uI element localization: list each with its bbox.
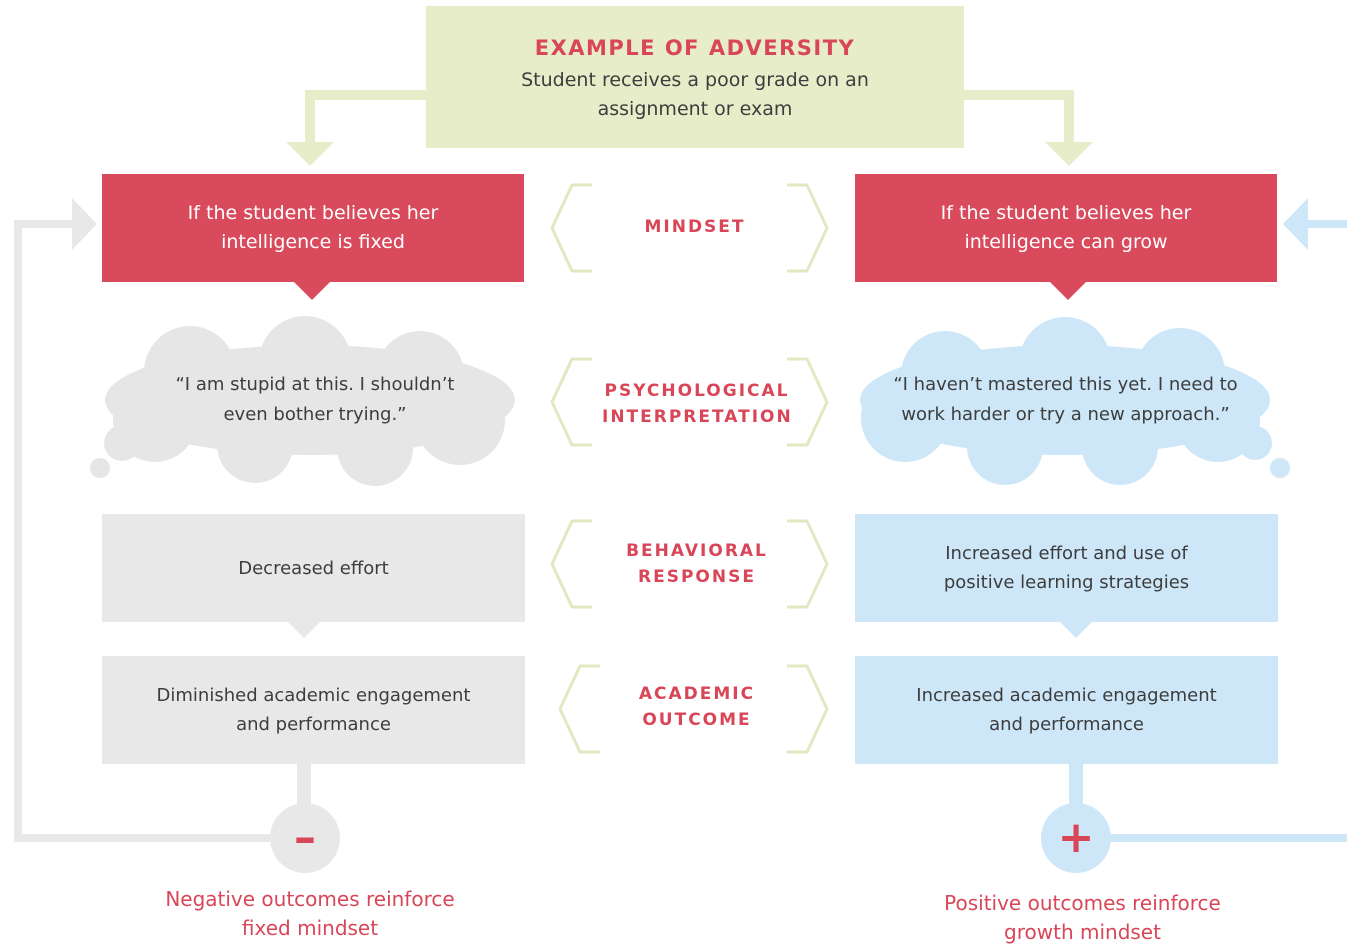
adversity-left-connector xyxy=(305,90,426,145)
stage-brackets xyxy=(550,183,829,754)
fixed-thought-cloud xyxy=(90,316,515,486)
adversity-text: Student receives a poor grade on an assi… xyxy=(521,69,869,120)
growth-mindset-box: If the student believes her intelligence… xyxy=(855,174,1277,282)
negative-sign: – xyxy=(294,812,316,863)
fixed-feedback-label: Negative outcomes reinforce fixed mindse… xyxy=(165,887,455,940)
fixed-mindset-pointer xyxy=(294,282,330,300)
growth-outcome-stem xyxy=(1069,764,1083,806)
stage-label-psychological: PSYCHOLOGICAL INTERPRETATION xyxy=(602,381,793,427)
fixed-outcome-text: Diminished academic engagement and perfo… xyxy=(156,685,471,735)
fixed-feedback-loop xyxy=(14,220,270,842)
stage-label-behavioral: BEHAVIORAL RESPONSE xyxy=(626,541,768,587)
growth-feedback-label: Positive outcomes reinforce growth minds… xyxy=(944,891,1221,944)
stage-label-academic: ACADEMIC OUTCOME xyxy=(638,684,756,730)
fixed-behavior-box: Decreased effort xyxy=(102,514,525,622)
fixed-outcome-box: Diminished academic engagement and perfo… xyxy=(102,656,525,764)
growth-thought-text: “I haven’t mastered this yet. I need to … xyxy=(893,374,1238,425)
growth-feedback-entry xyxy=(1304,220,1347,228)
fixed-behavior-pointer xyxy=(288,622,320,638)
growth-behavior-box: Increased effort and use of positive lea… xyxy=(855,514,1278,622)
fixed-mindset-box: If the student believes her intelligence… xyxy=(102,174,524,282)
adversity-right-connector xyxy=(964,90,1074,145)
positive-sign: + xyxy=(1057,812,1095,863)
fixed-outcome-stem xyxy=(297,764,311,806)
growth-mindset-pointer xyxy=(1050,282,1086,300)
fixed-feedback-arrowhead xyxy=(72,198,97,250)
adversity-box: EXAMPLE OF ADVERSITY Student receives a … xyxy=(426,6,964,148)
fixed-behavior-text: Decreased effort xyxy=(238,557,389,579)
growth-outcome-box: Increased academic engagement and perfor… xyxy=(855,656,1278,764)
adversity-right-arrowhead xyxy=(1045,142,1093,166)
minus-icon: – xyxy=(270,803,340,873)
growth-feedback-arrowhead xyxy=(1283,198,1308,250)
growth-behavior-pointer xyxy=(1060,622,1092,638)
growth-outcome-text: Increased academic engagement and perfor… xyxy=(916,685,1217,735)
stage-label-mindset: MINDSET xyxy=(644,217,746,237)
adversity-title: EXAMPLE OF ADVERSITY xyxy=(534,36,856,60)
growth-behavior-text: Increased effort and use of positive lea… xyxy=(943,543,1190,593)
growth-thought-cloud xyxy=(860,317,1290,485)
growth-mindset-text: If the student believes her intelligence… xyxy=(940,202,1192,253)
fixed-thought-text: “I am stupid at this. I shouldn’t even b… xyxy=(175,374,455,425)
fixed-mindset-text: If the student believes her intelligence… xyxy=(187,202,439,253)
adversity-left-arrowhead xyxy=(286,142,334,166)
plus-icon: + xyxy=(1041,803,1111,873)
